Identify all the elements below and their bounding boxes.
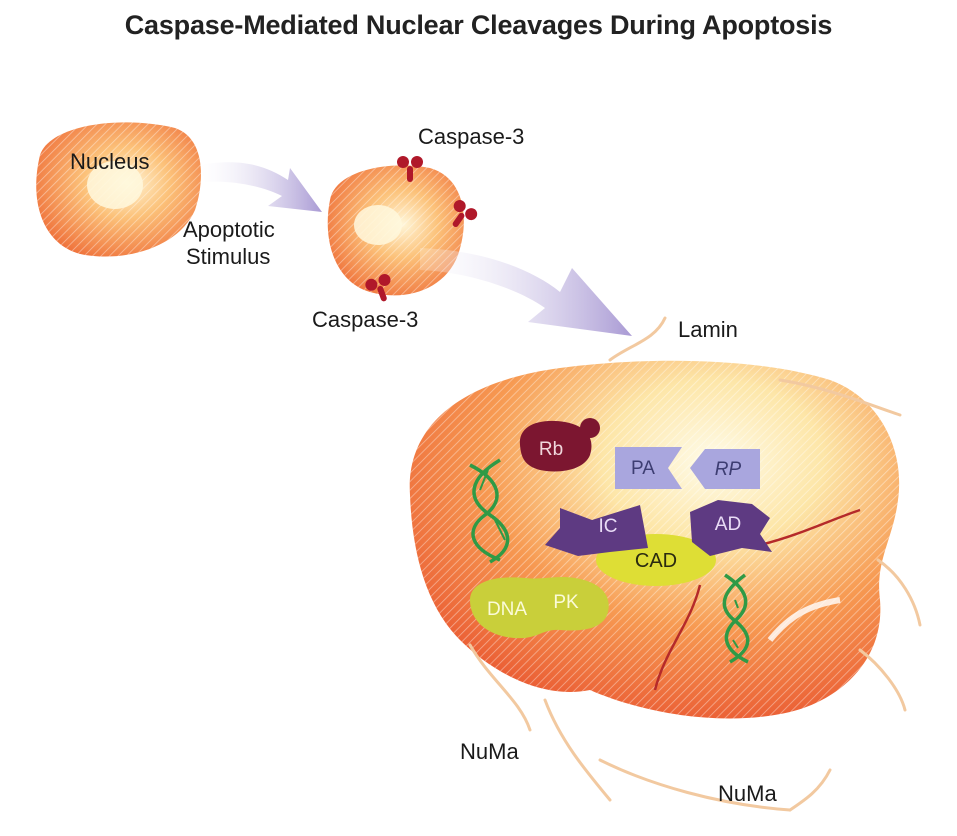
arrow-stimulus <box>200 162 322 212</box>
caspase-label-top: Caspase-3 <box>418 125 524 148</box>
nucleus-small-shape <box>36 122 201 256</box>
cad-label: CAD <box>635 550 677 572</box>
caspase-label-bottom: Caspase-3 <box>312 308 418 331</box>
diagram-title: Caspase-Mediated Nuclear Cleavages Durin… <box>0 10 957 41</box>
dna-label: DNA <box>487 599 527 620</box>
rp-label: RP <box>715 459 742 480</box>
pk-label: PK <box>553 592 579 613</box>
lamin-label: Lamin <box>678 318 738 341</box>
stimulus-label-line1: Apoptotic <box>183 218 275 241</box>
pa-label: PA <box>631 458 655 479</box>
ic-label: IC <box>599 516 618 537</box>
rb-label: Rb <box>539 439 563 460</box>
numa-label-right: NuMa <box>718 782 777 805</box>
nucleus-medium-shape <box>328 165 464 295</box>
nucleus-label: Nucleus <box>70 150 149 173</box>
arrow-cleavage <box>420 248 632 336</box>
stimulus-label-line2: Stimulus <box>186 245 270 268</box>
numa-label-left: NuMa <box>460 740 519 763</box>
ad-label: AD <box>715 514 741 535</box>
